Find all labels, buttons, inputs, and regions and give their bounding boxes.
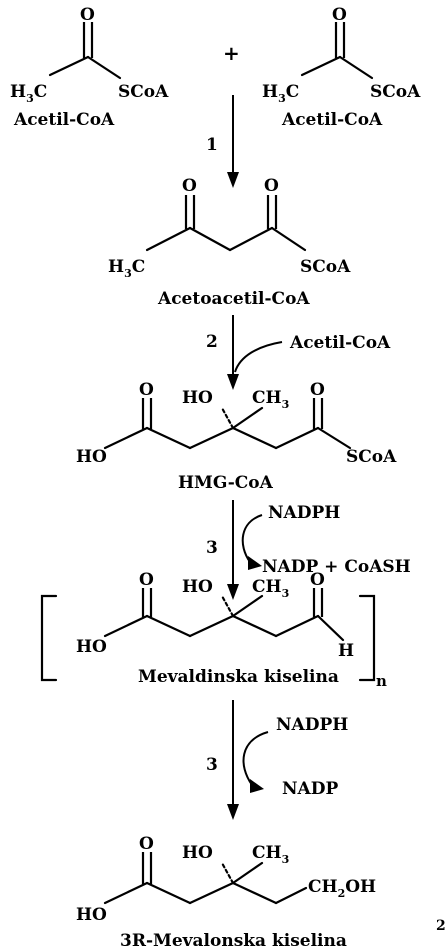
- acetyl-coa-left: O H3C SCoA Acetil-CoA: [10, 5, 169, 130]
- step-3a-cofactor-in: NADPH: [268, 503, 340, 523]
- acetyl-right-name: Acetil-CoA: [281, 110, 383, 130]
- mevaldic-name: Mevaldinska kiselina: [138, 667, 339, 687]
- acetoacetyl-oxygen-2: O: [264, 176, 279, 196]
- acetyl-left-scoa: SCoA: [118, 82, 169, 102]
- mevaldic-methyl-sub: 3: [282, 587, 290, 600]
- svg-text:CH3: CH3: [252, 843, 289, 866]
- step-1-number: 1: [206, 135, 218, 155]
- mevaldic-methyl: CH: [252, 577, 282, 597]
- acetoacetyl-oxygen-1: O: [182, 176, 197, 196]
- hmg-coa: O HO CH3 O HO SCoA HMG-CoA: [76, 380, 397, 493]
- acetyl-left-sub: 3: [26, 92, 34, 105]
- acetyl-right-scoa: SCoA: [370, 82, 421, 102]
- plus-sign: +: [223, 41, 240, 65]
- step-3a-number: 3: [206, 538, 218, 558]
- step-3a-cofactor-out: NADP + CoASH: [262, 557, 411, 577]
- hmg-oxygen-1: O: [139, 380, 154, 400]
- svg-text:H3C: H3C: [262, 82, 299, 105]
- mevaldic-oxygen-1: O: [139, 570, 154, 590]
- mevalonic-methyl: CH: [252, 843, 282, 863]
- step-2-cofactor: Acetil-CoA: [289, 333, 391, 353]
- mevalonic-methyl-sub: 3: [282, 853, 290, 866]
- mevalonic-ch2oh-sub: 2: [338, 887, 346, 900]
- svg-text:CH2OH: CH2OH: [308, 877, 376, 900]
- hmg-methyl: CH: [252, 388, 282, 408]
- mevalonic-hydroxyl: HO: [182, 843, 213, 863]
- step-2-arrow: 2 Acetil-CoA: [206, 315, 391, 390]
- acetoacetyl-coa: O O H3C SCoA Acetoacetil-CoA: [108, 176, 351, 309]
- hmg-name: HMG-CoA: [178, 473, 274, 493]
- acetoacetyl-scoa: SCoA: [300, 257, 351, 277]
- hmg-oxygen-2: O: [310, 380, 325, 400]
- acetyl-right-c: C: [286, 82, 300, 102]
- hmg-scoa: SCoA: [346, 447, 397, 467]
- mevalonic-acid-hydroxyl: HO: [76, 905, 107, 925]
- mevalonic-name: 3R-Mevalonska kiselina: [120, 931, 347, 951]
- mevaldic-hydroxyl: HO: [182, 577, 213, 597]
- acetyl-right-h: H: [262, 82, 278, 102]
- step-1-arrow: 1: [206, 95, 239, 188]
- step-3b-arrow: 3 NADPH NADP: [206, 700, 348, 820]
- step-3b-number: 3: [206, 755, 218, 775]
- step-3b-cofactor-out: NADP: [282, 779, 338, 799]
- mevalonic-acid: O HO CH3 HO CH2OH 3R-Mevalonska kiselina: [76, 834, 376, 951]
- acetyl-left-h: H: [10, 82, 26, 102]
- hmg-methyl-sub: 3: [282, 398, 290, 411]
- mevaldic-oxygen-2: O: [310, 570, 325, 590]
- acetoacetyl-name: Acetoacetil-CoA: [157, 289, 310, 309]
- acetyl-coa-right: O H3C SCoA Acetil-CoA: [262, 5, 421, 130]
- acetyl-left-c: C: [34, 82, 48, 102]
- step-2-number: 2: [206, 332, 218, 352]
- mevaldic-aldehyde-h: H: [338, 641, 354, 661]
- svg-text:CH3: CH3: [252, 577, 289, 600]
- step-3b-cofactor-in: NADPH: [276, 715, 348, 735]
- acetyl-left-name: Acetil-CoA: [13, 110, 115, 130]
- mevaldic-acid: O HO CH3 O HO H n Mevaldinska kiselina: [40, 570, 387, 690]
- step-3a-arrow: 3 NADPH NADP + CoASH: [206, 500, 411, 600]
- page-marker: 2: [436, 918, 446, 934]
- svg-text:H3C: H3C: [10, 82, 47, 105]
- acetoacetyl-h: H: [108, 257, 124, 277]
- mevaldic-acid-hydroxyl: HO: [76, 637, 107, 657]
- acetyl-right-oxygen: O: [332, 5, 347, 25]
- svg-text:CH3: CH3: [252, 388, 289, 411]
- hmg-acid-hydroxyl: HO: [76, 447, 107, 467]
- hmg-hydroxyl: HO: [182, 388, 213, 408]
- acetoacetyl-sub: 3: [124, 267, 132, 280]
- mevalonic-ch2oh-c: CH: [308, 877, 338, 897]
- mevalonic-oxygen: O: [139, 834, 154, 854]
- acetyl-right-sub: 3: [278, 92, 286, 105]
- mevalonic-ch2oh-oh: OH: [345, 877, 376, 897]
- acetyl-left-oxygen: O: [80, 5, 95, 25]
- acetoacetyl-c: C: [132, 257, 146, 277]
- mevaldic-subscript-n: n: [376, 672, 387, 690]
- svg-text:H3C: H3C: [108, 257, 145, 280]
